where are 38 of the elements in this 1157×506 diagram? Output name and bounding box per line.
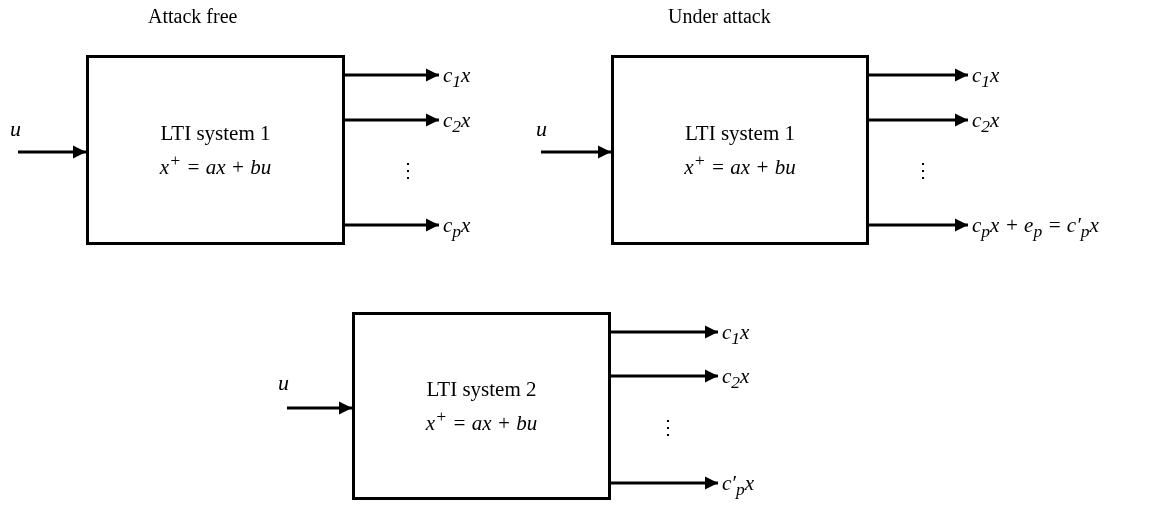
input-signal-label: u (536, 118, 547, 140)
output-signal: c$_{2}$x (443, 106, 471, 134)
block-title: LTI system 1 (160, 119, 271, 147)
system-block (352, 312, 611, 500)
state-equation: x$^{+}$ = ax + bu (684, 148, 796, 181)
system-block (611, 55, 869, 245)
panel-title: Under attack (668, 6, 771, 26)
vertical-ellipsis: ⋮ (658, 417, 678, 437)
block-title: LTI system 1 (684, 119, 796, 147)
arrow (18, 145, 86, 159)
state-equation: x$^{+}$ = ax + bu (159, 148, 272, 181)
panel-title: Attack free (148, 6, 238, 26)
input-signal-label: u (278, 372, 289, 394)
arrow (869, 68, 968, 82)
arrow (869, 113, 968, 127)
block-title: LTI system 2 (426, 375, 537, 403)
vertical-ellipsis: ⋮ (398, 160, 418, 180)
input-signal-label: u (10, 118, 21, 140)
output-signal: c$_{p}$x + e$_{p}$ = c′$_{p}$x (972, 211, 1099, 239)
output-signal: c′$_{p}$x (722, 469, 754, 497)
output-signal: c$_{2}$x (722, 362, 750, 390)
arrow (611, 476, 718, 490)
arrow (541, 145, 611, 159)
output-signal: c$_{1}$x (722, 318, 750, 346)
output-signal: c$_{p}$x (443, 211, 471, 239)
arrow (345, 113, 439, 127)
output-signal: c$_{1}$x (443, 61, 471, 89)
vertical-ellipsis: ⋮ (913, 160, 933, 180)
state-equation: x$^{+}$ = ax + bu (425, 404, 538, 437)
arrow (611, 369, 718, 383)
arrow (345, 68, 439, 82)
arrow (869, 218, 968, 232)
arrow (287, 401, 352, 415)
output-signal: c$_{2}$x (972, 106, 1000, 134)
arrow (611, 325, 718, 339)
system-block (86, 55, 345, 245)
output-signal: c$_{1}$x (972, 61, 1000, 89)
arrow (345, 218, 439, 232)
